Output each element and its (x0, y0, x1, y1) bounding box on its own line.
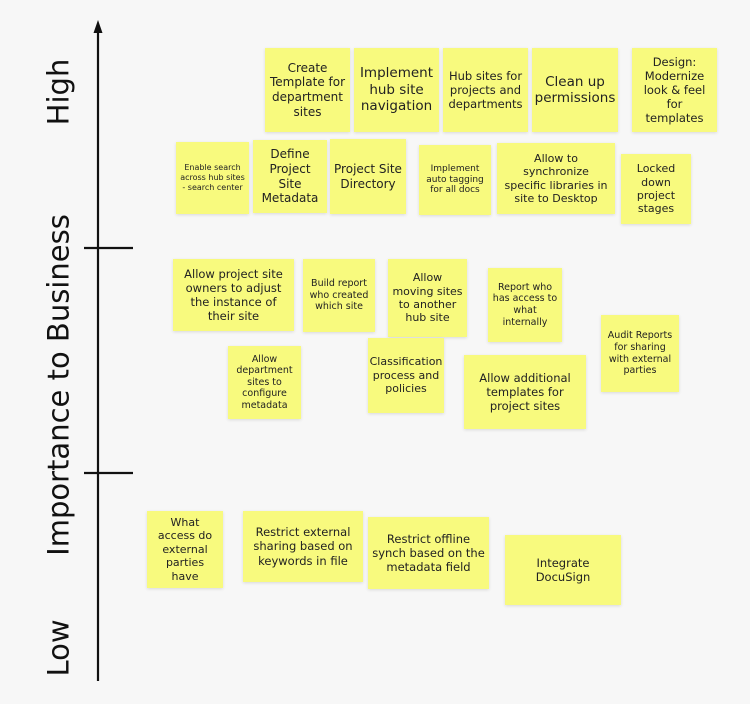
sticky-note-audit-reports[interactable]: Audit Reports for sharing with external … (601, 315, 679, 392)
sticky-note-restrict-offline[interactable]: Restrict offline synch based on the meta… (368, 517, 489, 589)
sticky-note-moving-sites[interactable]: Allow moving sites to another hub site (388, 259, 467, 337)
sticky-note-enable-search[interactable]: Enable search across hub sites - search … (176, 142, 249, 214)
axis-arrow-icon (93, 20, 103, 33)
sticky-note-classification[interactable]: Classification process and policies (368, 338, 444, 413)
axis-title: Importance to Business (41, 214, 76, 556)
sticky-note-report-access[interactable]: Report who has access to what internally (488, 268, 562, 342)
sticky-note-define-metadata[interactable]: Define Project Site Metadata (253, 140, 327, 213)
sticky-note-additional-templates[interactable]: Allow additional templates for project s… (464, 355, 586, 429)
sticky-note-build-report[interactable]: Build report who created which site (303, 259, 375, 332)
axis-high-label: High (41, 58, 76, 126)
sticky-note-dept-metadata[interactable]: Allow department sites to configure meta… (228, 346, 301, 419)
sticky-note-owners-adjust[interactable]: Allow project site owners to adjust the … (173, 259, 294, 331)
sticky-note-external-access[interactable]: What access do external parties have (147, 511, 223, 588)
sticky-note-restrict-external[interactable]: Restrict external sharing based on keywo… (243, 511, 363, 582)
sticky-note-hub-sites[interactable]: Hub sites for projects and departments (443, 48, 528, 132)
sticky-note-implement-hub-nav[interactable]: Implement hub site navigation (354, 48, 439, 132)
sticky-note-docusign[interactable]: Integrate DocuSign (505, 535, 621, 605)
sticky-note-design-modernize[interactable]: Design: Modernize look & feel for templa… (632, 48, 717, 132)
sticky-note-create-template[interactable]: Create Template for department sites (265, 48, 350, 132)
sticky-note-locked-stages[interactable]: Locked down project stages (621, 154, 691, 224)
sticky-note-auto-tagging[interactable]: Implement auto tagging for all docs (419, 145, 491, 215)
axis-low-label: Low (41, 619, 76, 677)
sticky-note-sync-libraries[interactable]: Allow to synchronize specific libraries … (497, 143, 615, 214)
sticky-note-clean-up-permissions[interactable]: Clean up permissions (532, 48, 618, 132)
sticky-note-project-site-directory[interactable]: Project Site Directory (330, 139, 406, 214)
